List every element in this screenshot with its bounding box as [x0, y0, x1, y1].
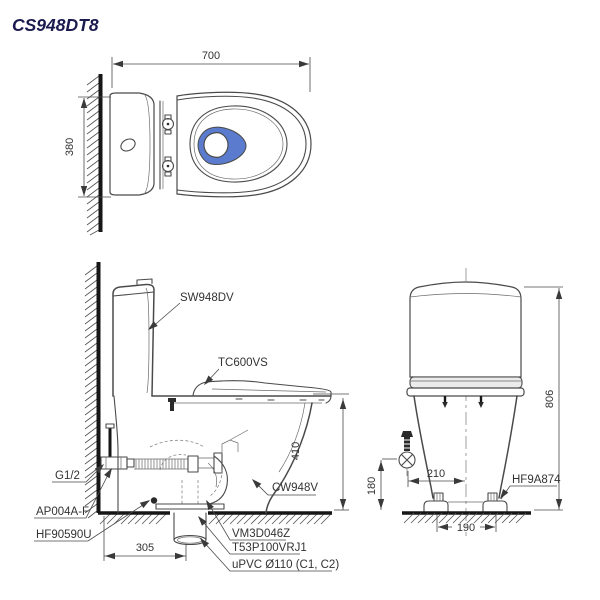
floor-hatching-side: [99, 513, 332, 525]
side-view: SW948DV TC600VS CW948V G1/2 AP004A-F HF9…: [34, 262, 349, 572]
label-outlet-socket: T53P100VRJ1: [232, 542, 307, 554]
supply-hose: [134, 458, 188, 470]
dim-410-text: 410: [290, 442, 302, 460]
outlet-flange: [155, 503, 225, 510]
plumbing-detail: [100, 423, 249, 546]
label-bowl: CW948V: [272, 482, 318, 494]
dimension-bolt-spacing-190: 190: [436, 514, 497, 534]
fill-valve-shank: [187, 455, 199, 473]
dimension-total-height-806: 806: [524, 286, 563, 511]
dimension-width-700: 700: [111, 50, 311, 92]
seat-bolts-front: [442, 396, 484, 408]
bowl-side: [113, 395, 313, 514]
label-floor-fixing: HF90590U: [36, 529, 92, 541]
wall-hatching-side: [84, 265, 98, 519]
label-tank: SW948DV: [180, 292, 234, 304]
wall-hatching: [86, 75, 100, 236]
flush-button: [120, 138, 136, 152]
side-view-labels: SW948DV TC600VS CW948V G1/2 AP004A-F HF9…: [34, 292, 339, 572]
seat-fixing-bolt: [168, 398, 176, 411]
label-bolt-cap: HF9A874: [512, 474, 561, 486]
dimension-outlet-setout-305: 305: [103, 516, 187, 561]
rim-band-front: [406, 387, 525, 397]
label-outlet-joint: VM3D046Z: [232, 528, 290, 540]
tank-front: [409, 281, 522, 378]
dim-190-text: 190: [457, 522, 475, 534]
label-drain-pipe: uPVC Ø110 (C1, C2): [232, 559, 339, 571]
dim-700-text: 700: [202, 50, 220, 62]
dimension-seat-height-410: 410: [290, 393, 349, 511]
label-supply: G1/2: [55, 470, 80, 482]
bowl-front: [413, 395, 518, 514]
dim-380-text: 380: [64, 138, 76, 156]
model-title: CS948DT8: [12, 15, 99, 35]
seat-side: [151, 380, 332, 411]
seat-hinge-bolts: [161, 114, 175, 177]
front-view: 180 210 190 806: [366, 268, 563, 536]
supply-valve-symbol: [398, 431, 416, 476]
bolt-cap-right: [487, 492, 498, 502]
label-seat: TC600VS: [218, 357, 268, 369]
seat-opening: [189, 105, 288, 183]
seat-band-front: [409, 376, 523, 389]
floor-hatching-front: [403, 512, 527, 524]
drain-pipe: [173, 512, 207, 541]
top-view: 700 380: [64, 50, 312, 236]
dimension-supply-setout-210: 210: [407, 468, 465, 487]
floor-fixing-bolt: [150, 497, 158, 504]
dim-210-text: 210: [427, 468, 445, 480]
dimension-depth-380: 380: [64, 96, 111, 198]
tank-top-outline: [109, 92, 155, 196]
dim-806-text: 806: [544, 390, 556, 408]
stop-valve: [100, 456, 128, 470]
front-view-labels: HF9A874: [497, 474, 561, 501]
water-spot-center: [203, 132, 229, 158]
trapway: [208, 455, 228, 505]
label-stop-valve: AP004A-F: [36, 506, 89, 518]
dimension-supply-height-180: 180: [366, 458, 397, 510]
dim-305-text: 305: [136, 542, 154, 554]
bolt-cap-left: [433, 492, 444, 502]
dim-180-text: 180: [366, 477, 378, 495]
tank-side: [112, 278, 155, 397]
